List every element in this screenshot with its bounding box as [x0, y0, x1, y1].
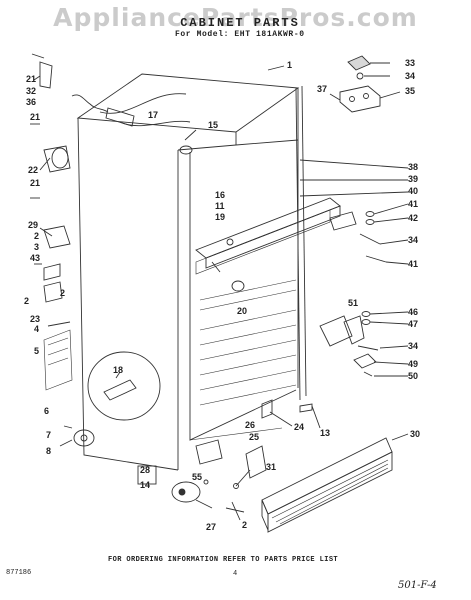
- callout-43: 43: [30, 253, 41, 263]
- callout-25: 25: [249, 432, 260, 442]
- left-side-parts: [30, 53, 95, 447]
- callout-35: 35: [405, 86, 416, 96]
- callout-2-bottom: 2: [242, 520, 248, 530]
- callout-39: 39: [408, 174, 419, 184]
- page-title: CABINET PARTS: [180, 16, 300, 30]
- callout-21-top: 21: [26, 74, 37, 84]
- ordering-instruction: FOR ORDERING INFORMATION REFER TO PARTS …: [108, 556, 339, 564]
- callout-17: 17: [148, 110, 159, 120]
- shelf-rail: [195, 197, 341, 275]
- base-grille: [261, 437, 393, 533]
- callout-29: 29: [28, 220, 39, 230]
- callout-2-upper: 2: [34, 231, 40, 241]
- handwritten-note: 501-F-4: [398, 580, 437, 591]
- callout-26: 26: [245, 420, 256, 430]
- callout-19: 19: [215, 212, 226, 222]
- callout-24: 24: [294, 422, 305, 432]
- plug-button: [179, 145, 193, 155]
- leveling-foot: [231, 280, 245, 292]
- callout-30: 30: [410, 429, 421, 439]
- callout-42: 42: [408, 213, 419, 223]
- callout-15: 15: [208, 120, 219, 130]
- callout-34-middle: 34: [408, 235, 419, 245]
- callout-11: 11: [215, 201, 225, 211]
- callout-2-mid: 2: [60, 288, 66, 298]
- callout-13: 13: [320, 428, 331, 438]
- callout-18: 18: [113, 365, 124, 375]
- callout-22: 22: [28, 165, 39, 175]
- callout-1: 1: [287, 60, 293, 70]
- callout-40: 40: [408, 186, 419, 196]
- callout-38: 38: [408, 162, 419, 172]
- callout-32: 32: [26, 86, 37, 96]
- callout-2-left: 2: [24, 296, 30, 306]
- callout-37: 37: [317, 84, 328, 94]
- callout-46: 46: [408, 307, 419, 317]
- callout-28: 28: [140, 465, 151, 475]
- callout-3: 3: [34, 242, 40, 252]
- callout-34-lower: 34: [408, 341, 419, 351]
- callout-33: 33: [405, 58, 416, 68]
- wiring-harness: [71, 93, 191, 127]
- callout-14: 14: [140, 480, 151, 490]
- callout-7: 7: [46, 430, 52, 440]
- callout-50: 50: [408, 371, 419, 381]
- center-hinge-group: [329, 211, 387, 263]
- callout-6: 6: [44, 406, 50, 416]
- callout-21-middle: 21: [30, 112, 41, 122]
- front-roller-group: [137, 465, 213, 509]
- callout-20: 20: [237, 306, 248, 316]
- callout-4: 4: [34, 324, 40, 334]
- callout-51: 51: [348, 298, 359, 308]
- lower-center-parts: [195, 399, 313, 521]
- callout-21-lower: 21: [30, 178, 41, 188]
- callout-16: 16: [215, 190, 226, 200]
- callout-41-lower: 41: [408, 259, 419, 269]
- leader-lines: [33, 62, 409, 487]
- watermark: AppliancePartsPros.com: [53, 3, 418, 32]
- callout-49: 49: [408, 359, 419, 369]
- callout-5: 5: [34, 346, 40, 356]
- model-subtitle: For Model: EHT 181AKWR-0: [175, 30, 305, 39]
- callout-36: 36: [26, 97, 37, 107]
- page-number: 4: [233, 570, 238, 578]
- callout-55: 55: [192, 472, 203, 482]
- callout-27: 27: [206, 522, 217, 532]
- callout-41-upper: 41: [408, 199, 419, 209]
- lower-hinge-group: [319, 311, 379, 377]
- top-hinge-group: [339, 55, 381, 113]
- cabinet-shell: [76, 73, 307, 471]
- callout-31: 31: [266, 462, 277, 472]
- document-number: 877186: [6, 569, 32, 577]
- detail-circle: [87, 351, 161, 421]
- callout-34-top: 34: [405, 71, 416, 81]
- callout-23: 23: [30, 314, 41, 324]
- callout-8: 8: [46, 446, 52, 456]
- callout-47: 47: [408, 319, 419, 329]
